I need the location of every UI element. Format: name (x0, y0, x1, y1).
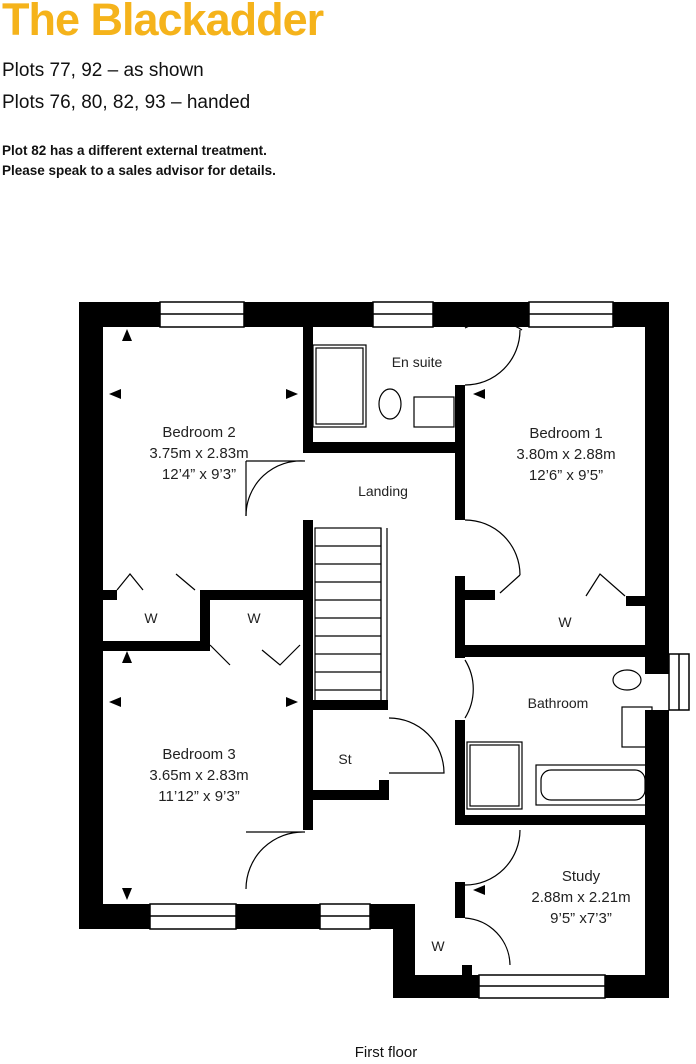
bathroom-bath (535, 764, 651, 806)
page-title: The Blackadder (2, 0, 324, 45)
ensuite-toilet (378, 388, 402, 420)
bathroom-shower (466, 741, 523, 810)
dimension-markers (109, 329, 664, 970)
bedroom2-wardrobe-label: W (144, 610, 158, 626)
external-treatment-note: Plot 82 has a different external treatme… (2, 143, 276, 178)
bedroom2-name: Bedroom 2 (162, 424, 235, 441)
fixtures (312, 344, 653, 810)
plots-handed: Plots 76, 80, 82, 93 – handed (2, 92, 251, 113)
staircase (314, 527, 388, 706)
plots-as-shown: Plots 77, 92 – as shown (2, 60, 204, 81)
bedroom2-metric: 3.75m x 2.83m (149, 445, 248, 462)
study-imperial: 9’5” x7’3” (550, 910, 612, 927)
bedroom3-metric: 3.65m x 2.83m (149, 767, 248, 784)
bedroom2-imperial: 12’4” x 9’3” (162, 466, 236, 483)
door-swings (116, 320, 626, 966)
bedroom3-name: Bedroom 3 (162, 746, 235, 763)
ensuite-basin (413, 396, 455, 428)
bedroom1-wardrobe-label: W (558, 614, 572, 630)
store-label: St (338, 751, 351, 767)
windows (149, 301, 690, 999)
study-metric: 2.88m x 2.21m (531, 889, 630, 906)
bathroom-toilet (612, 669, 642, 691)
bedroom3-imperial: 11’12” x 9’3” (158, 788, 239, 805)
study-name: Study (562, 868, 601, 885)
ensuite-shower (312, 344, 367, 428)
ensuite-label: En suite (392, 354, 443, 370)
bedroom1-name: Bedroom 1 (529, 425, 602, 442)
floor-caption: First floor (354, 1044, 418, 1061)
room-labels: Bedroom 2 3.75m x 2.83m 12’4” x 9’3” Bed… (144, 354, 630, 954)
bedroom1-metric: 3.80m x 2.88m (516, 446, 615, 463)
landing-label: Landing (358, 483, 408, 499)
bathroom-label: Bathroom (528, 695, 589, 711)
study-wardrobe-label: W (431, 938, 445, 954)
bathroom-basin (621, 706, 653, 748)
bedroom1-imperial: 12’6” x 9’5” (529, 467, 603, 484)
bedroom3-wardrobe-label: W (247, 610, 261, 626)
